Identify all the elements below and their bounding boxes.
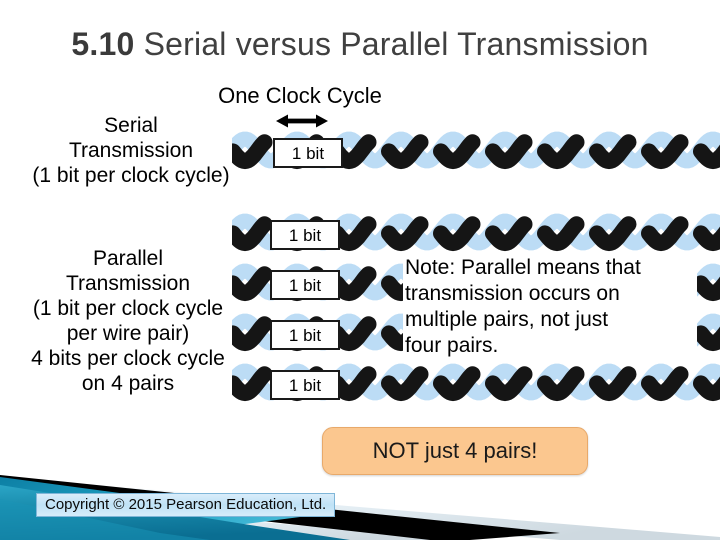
parallel-transmission-label: Parallel Transmission (1 bit per clock c… (2, 246, 254, 396)
bit-label-pair-1: 1 bit (270, 220, 340, 250)
parallel-note: Note: Parallel means that transmission o… (403, 252, 697, 363)
serial-label-line-1: Serial (104, 114, 158, 137)
parallel-label-line-6: on 4 pairs (81, 372, 175, 395)
serial-label-line-2: Transmission (68, 139, 194, 162)
title-spacer (135, 26, 144, 62)
serial-label-line-3: (1 bit per clock cycle) (32, 164, 230, 187)
note-line-4: four pairs. (405, 334, 499, 357)
parallel-label-line-4: per wire pair) (66, 322, 190, 345)
page-title: 5.10 Serial versus Parallel Transmission (0, 26, 720, 63)
serial-transmission-label: Serial Transmission (1 bit per clock cyc… (8, 113, 254, 188)
title-section-number: 5.10 (71, 26, 135, 62)
note-line-2: transmission occurs on (405, 282, 620, 305)
bit-label-pair-4: 1 bit (270, 370, 340, 400)
parallel-label-line-1: Parallel (92, 247, 164, 270)
note-line-1: Note: Parallel means that (405, 256, 641, 279)
clock-cycle-caption: One Clock Cycle (218, 83, 382, 108)
transmission-diagram: One Clock Cycle Serial Transmission (1 b… (0, 80, 720, 420)
parallel-label-line-2: Transmission (65, 272, 191, 295)
note-line-3: multiple pairs, not just (405, 308, 609, 331)
bit-label-pair-3: 1 bit (270, 320, 340, 350)
copyright-notice: Copyright © 2015 Pearson Education, Ltd. (36, 493, 336, 517)
parallel-label-line-3: (1 bit per clock cycle (32, 297, 224, 320)
parallel-label-line-5: 4 bits per clock cycle (31, 347, 225, 370)
callout-not-just-4-pairs[interactable]: NOT just 4 pairs! (322, 427, 588, 475)
double-headed-arrow-icon (276, 114, 328, 128)
title-text: Serial versus Parallel Transmission (143, 26, 649, 62)
bit-label-serial: 1 bit (273, 138, 343, 168)
bit-label-pair-2: 1 bit (270, 270, 340, 300)
